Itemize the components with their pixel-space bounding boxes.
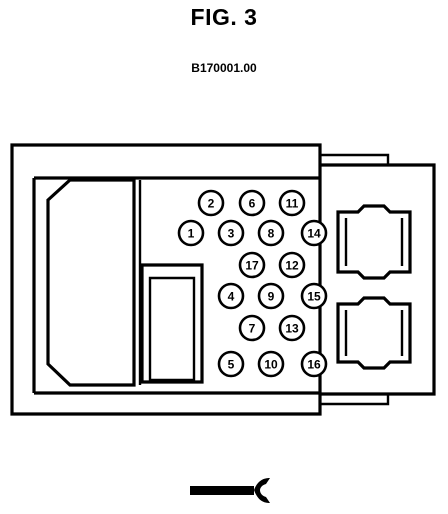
figure-code: B170001.00 — [191, 61, 257, 75]
pin-circle — [278, 314, 306, 342]
pin-circle — [238, 189, 266, 217]
pin-9: 9 — [257, 282, 285, 310]
pin-circle — [278, 189, 306, 217]
pin-label: 7 — [249, 322, 256, 336]
pin-label: 5 — [228, 358, 235, 372]
pin-circle — [238, 314, 266, 342]
pin-label: 16 — [307, 358, 321, 372]
pin-5: 5 — [217, 350, 245, 378]
pin-circle — [257, 350, 285, 378]
pin-7: 7 — [238, 314, 266, 342]
pin-circle — [197, 189, 225, 217]
pin-label: 14 — [307, 227, 321, 241]
connector-housing — [10, 143, 436, 416]
pin-label: 13 — [285, 322, 299, 336]
pin-circle — [238, 251, 266, 279]
pin-14: 14 — [300, 219, 328, 247]
pin-circle — [300, 350, 328, 378]
pin-13: 13 — [278, 314, 306, 342]
pin-label: 1 — [188, 227, 195, 241]
pin-label: 15 — [307, 290, 321, 304]
latch-window — [140, 263, 204, 384]
pin-label: 17 — [245, 259, 259, 273]
pin-label: 9 — [268, 290, 275, 304]
pin-circle — [300, 219, 328, 247]
pin-10: 10 — [257, 350, 285, 378]
pin-8: 8 — [257, 219, 285, 247]
pin-circle — [217, 282, 245, 310]
pin-label: 11 — [286, 197, 299, 211]
pin-2: 2 — [197, 189, 225, 217]
pin-label: 10 — [264, 358, 278, 372]
pin-circle — [278, 251, 306, 279]
pin-4: 4 — [217, 282, 245, 310]
pin-6: 6 — [238, 189, 266, 217]
terminal-cavity-lower — [336, 296, 412, 370]
pin-16: 16 — [300, 350, 328, 378]
pin-label: 12 — [285, 259, 299, 273]
pin-circle — [217, 350, 245, 378]
pin-circle — [177, 219, 205, 247]
pin-label: 8 — [268, 227, 275, 241]
pin-label: 2 — [208, 197, 215, 211]
pin-label: 4 — [228, 290, 235, 304]
pin-label: 6 — [249, 197, 256, 211]
pin-circle — [217, 219, 245, 247]
terminal-cavity-upper — [336, 204, 412, 280]
pin-17: 17 — [238, 251, 266, 279]
figure-title: FIG. 3 — [190, 4, 258, 30]
pin-label: 3 — [228, 227, 235, 241]
terminal-probe-icon — [190, 478, 270, 503]
pin-1: 1 — [177, 219, 205, 247]
pin-15: 15 — [300, 282, 328, 310]
pin-circle — [300, 282, 328, 310]
pin-circle — [257, 219, 285, 247]
pin-3: 3 — [217, 219, 245, 247]
pin-11: 11 — [278, 189, 306, 217]
pin-12: 12 — [278, 251, 306, 279]
key-block — [46, 178, 136, 387]
pin-circle — [257, 282, 285, 310]
